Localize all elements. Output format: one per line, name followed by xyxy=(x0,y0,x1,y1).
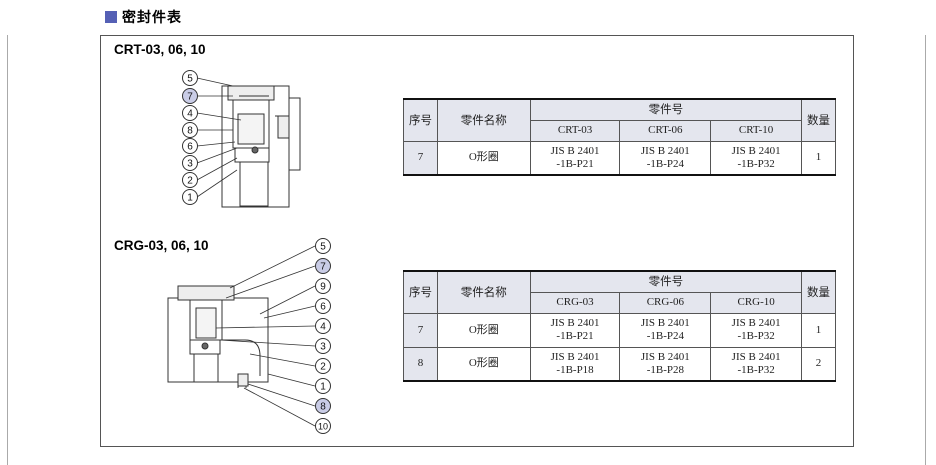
table-row: 7 O形圈 JIS B 2401-1B-P21 JIS B 2401-1B-P2… xyxy=(403,312,836,348)
svg-text:6: 6 xyxy=(320,302,326,313)
callout-crt-3: 3 xyxy=(182,155,198,171)
svg-text:10: 10 xyxy=(318,422,328,432)
svg-text:4: 4 xyxy=(320,322,326,333)
callout-crg-9: 9 xyxy=(315,278,331,294)
cell-qty: 2 xyxy=(801,346,836,382)
page-edge-line-left xyxy=(7,35,8,465)
header-seq: 序号 xyxy=(403,98,438,142)
header-seq: 序号 xyxy=(403,270,438,314)
callout-crt-1: 1 xyxy=(182,189,198,205)
svg-text:5: 5 xyxy=(320,242,326,253)
callout-crg-4: 4 xyxy=(315,318,331,334)
cell-name: O形圈 xyxy=(436,346,531,382)
cell-seq: 7 xyxy=(403,312,438,348)
header-qty: 数量 xyxy=(801,270,836,314)
section-title-crt: CRT-03, 06, 10 xyxy=(114,42,206,57)
svg-text:2: 2 xyxy=(187,176,193,187)
cell-name: O形圈 xyxy=(436,312,531,348)
callout-crg-5: 5 xyxy=(315,238,331,254)
svg-text:9: 9 xyxy=(320,282,326,293)
svg-text:8: 8 xyxy=(320,402,326,413)
content-frame xyxy=(100,35,854,447)
header-model: CRT-10 xyxy=(710,119,803,142)
callout-crg-1: 1 xyxy=(315,378,331,394)
crg-valve-drawing: 5 7 9 6 4 3 2 1 xyxy=(167,238,331,434)
page-header: 密封件表 xyxy=(105,7,182,27)
svg-text:7: 7 xyxy=(187,92,193,103)
table-row: 8 O形圈 JIS B 2401-1B-P18 JIS B 2401-1B-P2… xyxy=(403,346,836,382)
crt-valve-drawing: 5 7 4 8 6 3 2 1 xyxy=(182,70,301,208)
callout-crg-7: 7 xyxy=(315,258,331,274)
header-model: CRG-03 xyxy=(529,291,621,314)
svg-text:2: 2 xyxy=(320,362,326,373)
callout-crt-5: 5 xyxy=(182,70,198,86)
svg-text:4: 4 xyxy=(187,109,193,120)
callout-crt-2: 2 xyxy=(182,172,198,188)
svg-text:7: 7 xyxy=(320,262,326,273)
callout-crg-8: 8 xyxy=(315,398,331,414)
header-qty: 数量 xyxy=(801,98,836,142)
header-model: CRT-06 xyxy=(619,119,712,142)
parts-table-crt: 序号 零件名称 零件号 数量 CRT-03 CRT-06 CRT-10 7 O形… xyxy=(403,98,836,176)
svg-text:5: 5 xyxy=(187,74,193,85)
cell-seq: 8 xyxy=(403,346,438,382)
svg-text:6: 6 xyxy=(187,142,193,153)
header-part-number: 零件号 xyxy=(529,98,803,121)
callout-crt-7: 7 xyxy=(182,88,198,104)
cell-part: JIS B 2401-1B-P21 xyxy=(529,312,621,348)
header-part-name: 零件名称 xyxy=(436,270,531,314)
header-model: CRT-03 xyxy=(529,119,621,142)
table-row: 7 O形圈 JIS B 2401-1B-P21 JIS B 2401-1B-P2… xyxy=(403,140,836,176)
svg-text:1: 1 xyxy=(187,193,193,204)
cell-part: JIS B 2401-1B-P24 xyxy=(619,312,712,348)
page-title: 密封件表 xyxy=(122,10,182,26)
callout-crg-10: 10 xyxy=(315,418,331,434)
cell-part: JIS B 2401-1B-P32 xyxy=(710,346,803,382)
callout-crt-4: 4 xyxy=(182,105,198,121)
svg-text:3: 3 xyxy=(320,342,326,353)
svg-text:3: 3 xyxy=(187,159,193,170)
header-model: CRG-10 xyxy=(710,291,803,314)
header-part-number: 零件号 xyxy=(529,270,803,293)
cell-seq: 7 xyxy=(403,140,438,176)
page-edge-line-right xyxy=(925,35,926,465)
callout-crg-3: 3 xyxy=(315,338,331,354)
section-title-crg: CRG-03, 06, 10 xyxy=(114,238,209,253)
header-square-icon xyxy=(105,11,117,23)
cell-qty: 1 xyxy=(801,312,836,348)
header-model: CRG-06 xyxy=(619,291,712,314)
cell-part: JIS B 2401-1B-P24 xyxy=(619,140,712,176)
callout-crt-6: 6 xyxy=(182,138,198,154)
cell-part: JIS B 2401-1B-P32 xyxy=(710,312,803,348)
svg-text:8: 8 xyxy=(187,126,193,137)
header-part-name: 零件名称 xyxy=(436,98,531,142)
cell-part: JIS B 2401-1B-P21 xyxy=(529,140,621,176)
cell-part: JIS B 2401-1B-P18 xyxy=(529,346,621,382)
cell-part: JIS B 2401-1B-P28 xyxy=(619,346,712,382)
svg-text:1: 1 xyxy=(320,382,326,393)
callout-crg-2: 2 xyxy=(315,358,331,374)
parts-table-crg: 序号 零件名称 零件号 数量 CRG-03 CRG-06 CRG-10 7 O形… xyxy=(403,270,836,382)
callout-crg-6: 6 xyxy=(315,298,331,314)
callout-crt-8: 8 xyxy=(182,122,198,138)
cell-qty: 1 xyxy=(801,140,836,176)
cell-part: JIS B 2401-1B-P32 xyxy=(710,140,803,176)
cell-name: O形圈 xyxy=(436,140,531,176)
